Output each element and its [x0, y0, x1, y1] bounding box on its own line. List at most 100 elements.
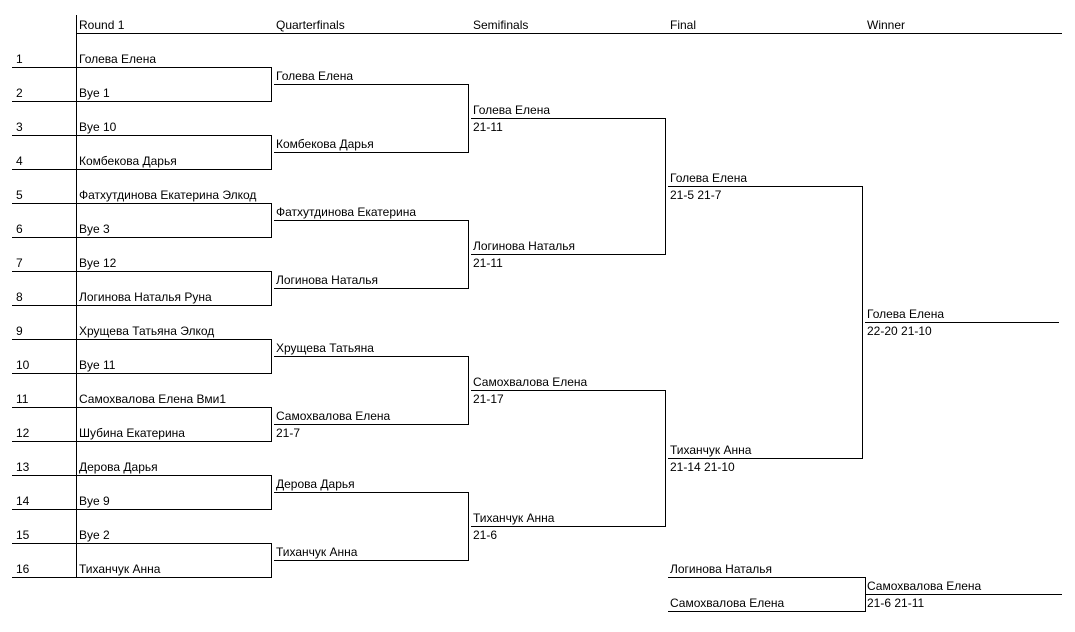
- player-name: Комбекова Дарья: [79, 154, 177, 168]
- player-name: Логинова Наталья: [670, 562, 773, 576]
- bracket-connector: [271, 407, 272, 442]
- bracket-connector: [468, 492, 469, 561]
- player-name: Bye 10: [79, 120, 117, 134]
- seed-number: 4: [16, 154, 23, 168]
- match-score: 22-20 21-10: [867, 324, 932, 338]
- match-score: 21-6: [473, 528, 498, 542]
- seed-number: 16: [16, 562, 30, 576]
- bracket-line: [471, 390, 665, 391]
- bracket-connector: [468, 220, 469, 289]
- player-name: Комбекова Дарья: [276, 137, 374, 151]
- bracket-line: [668, 577, 865, 578]
- bracket-line: [274, 220, 468, 221]
- player-name: Логинова Наталья: [473, 239, 576, 253]
- bracket-connector: [468, 356, 469, 425]
- bracket-connector: [271, 203, 272, 238]
- bracket-line: [12, 67, 271, 68]
- player-name: Bye 12: [79, 256, 117, 270]
- bracket-line: [471, 526, 665, 527]
- seed-number: 10: [16, 358, 30, 372]
- bracket-line: [471, 254, 665, 255]
- player-name: Тиханчук Анна: [276, 545, 358, 559]
- bracket-line: [274, 424, 468, 425]
- player-name: Самохвалова Елена: [473, 375, 588, 389]
- round-header: Quarterfinals: [276, 18, 345, 32]
- player-name: Bye 3: [79, 222, 110, 236]
- player-name: Голева Елена: [79, 52, 157, 66]
- bracket-line: [12, 339, 271, 340]
- round-header: Round 1: [79, 18, 125, 32]
- bracket-connector: [271, 339, 272, 374]
- bracket-line: [865, 594, 1062, 595]
- bracket-line: [12, 475, 271, 476]
- player-name: Голева Елена: [670, 171, 748, 185]
- seed-number: 2: [16, 86, 23, 100]
- bracket-connector: [665, 118, 666, 255]
- match-score: 21-7: [276, 426, 301, 440]
- player-name: Фатхутдинова Екатерина Элкод: [79, 188, 257, 202]
- player-name: Голева Елена: [276, 69, 354, 83]
- player-name: Фатхутдинова Екатерина: [276, 205, 417, 219]
- player-name: Голева Елена: [867, 307, 945, 321]
- match-score: 21-14 21-10: [670, 460, 735, 474]
- player-name: Bye 2: [79, 528, 110, 542]
- bracket-line: [274, 492, 468, 493]
- player-name: Шубина Екатерина: [79, 426, 185, 440]
- round-header: Winner: [867, 18, 906, 32]
- player-name: Bye 1: [79, 86, 110, 100]
- player-name: Самохвалова Елена: [670, 596, 785, 610]
- seed-number: 11: [16, 392, 29, 406]
- match-score: 21-17: [473, 392, 504, 406]
- bracket-connector: [271, 67, 272, 102]
- bracket-line: [12, 203, 271, 204]
- bracket-line: [12, 305, 271, 306]
- player-name: Bye 9: [79, 494, 110, 508]
- seed-number: 12: [16, 426, 30, 440]
- bracket-line: [865, 322, 1059, 323]
- player-name: Тиханчук Анна: [79, 562, 161, 576]
- bracket-line: [12, 543, 271, 544]
- player-name: Самохвалова Елена: [276, 409, 391, 423]
- match-score: 21-6 21-11: [867, 596, 925, 610]
- player-name: Хрущева Татьяна: [276, 341, 374, 355]
- seed-number: 1: [16, 52, 23, 66]
- seed-number: 5: [16, 188, 23, 202]
- player-name: Дерова Дарья: [276, 477, 355, 491]
- bracket-connector: [665, 390, 666, 527]
- bracket-connector: [271, 271, 272, 306]
- bracket-line: [668, 186, 862, 187]
- seed-number: 8: [16, 290, 23, 304]
- bracket-line: [12, 509, 271, 510]
- player-name: Хрущева Татьяна Элкод: [79, 324, 215, 338]
- bracket-line: [12, 101, 271, 102]
- bracket-line: [12, 407, 271, 408]
- bracket-line: [668, 611, 865, 612]
- seed-number: 6: [16, 222, 23, 236]
- bracket-line: [12, 169, 271, 170]
- seed-number: 15: [16, 528, 30, 542]
- player-name: Самохвалова Елена: [867, 579, 982, 593]
- bracket-line: [274, 152, 468, 153]
- seed-number: 3: [16, 120, 23, 134]
- bracket-line: [274, 84, 468, 85]
- player-name: Голева Елена: [473, 103, 551, 117]
- round-header: Final: [670, 18, 697, 32]
- round-header: Semifinals: [473, 18, 529, 32]
- seed-number: 7: [16, 256, 23, 270]
- bracket-line: [12, 441, 271, 442]
- player-name: Bye 11: [79, 358, 116, 372]
- bracket-line: [274, 356, 468, 357]
- match-score: 21-11: [473, 120, 503, 134]
- bracket-line: [274, 560, 468, 561]
- player-name: Самохвалова Елена Вми1: [79, 392, 227, 406]
- bracket-line: [12, 135, 271, 136]
- player-name: Тиханчук Анна: [670, 443, 752, 457]
- bracket-connector: [271, 135, 272, 170]
- seed-number: 14: [16, 494, 30, 508]
- bracket-line: [274, 288, 468, 289]
- bracket-line: [12, 271, 271, 272]
- bracket-connector: [271, 543, 272, 578]
- bracket-connector: [468, 84, 469, 153]
- bracket-line: [668, 458, 862, 459]
